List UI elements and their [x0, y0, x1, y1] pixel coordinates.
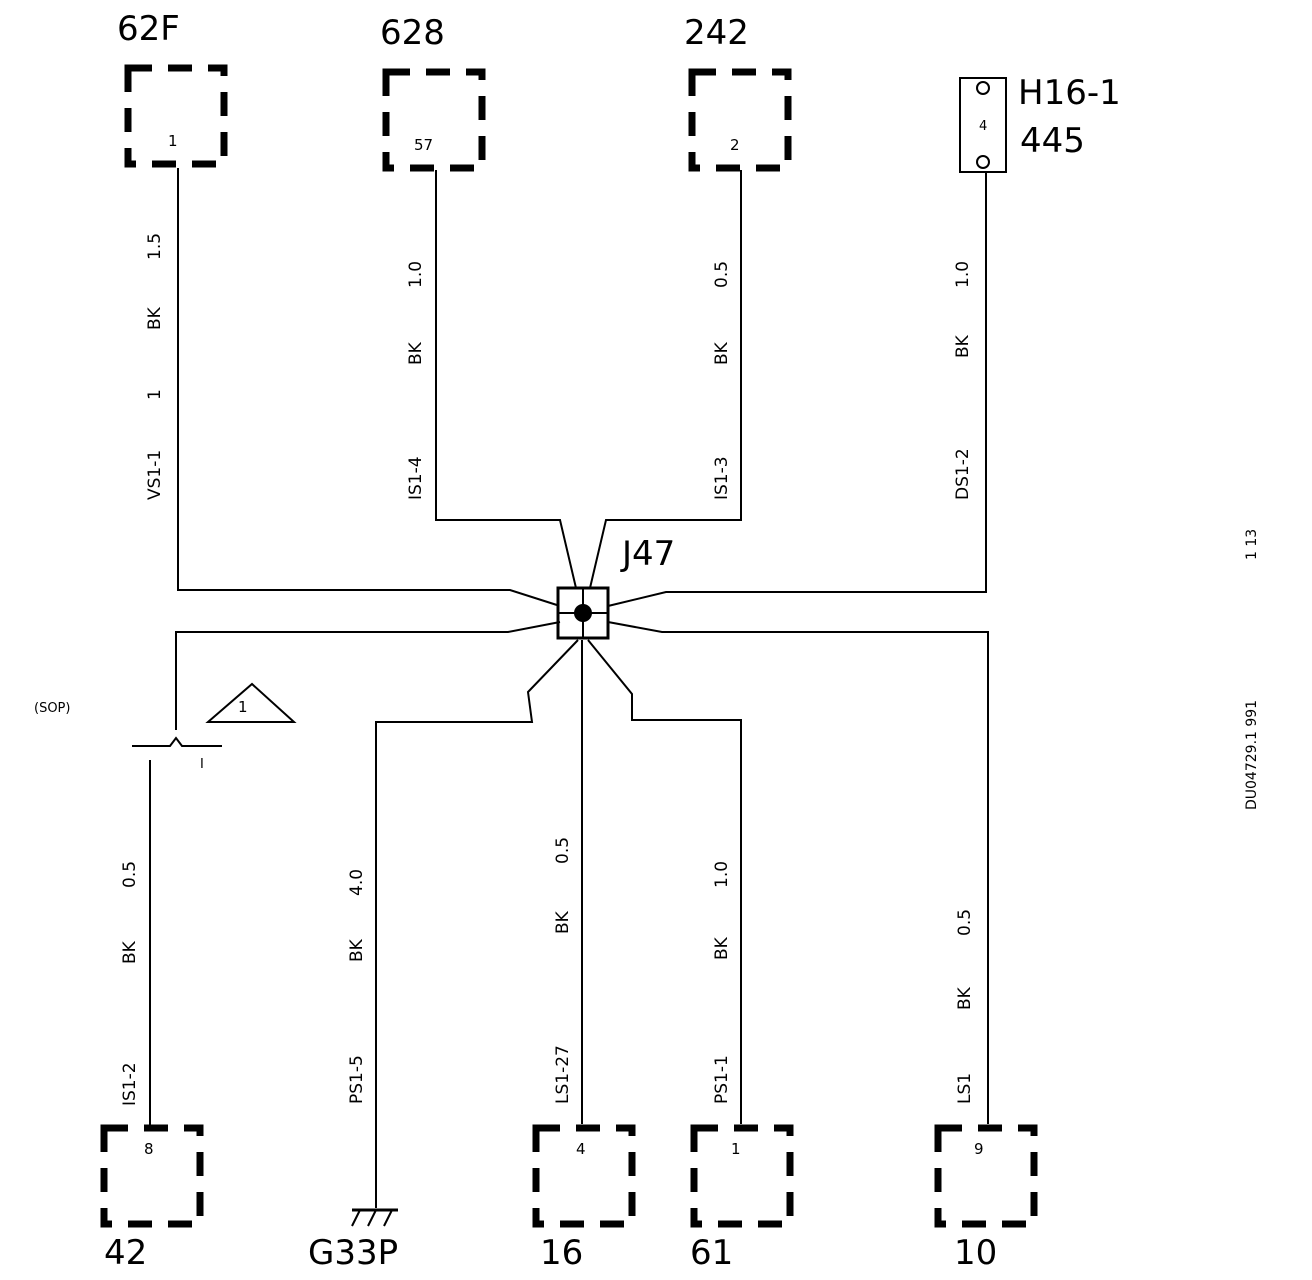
- ground-label: G33P: [308, 1233, 398, 1273]
- wire-color-16: BK: [553, 910, 573, 934]
- connector-242: 242 2: [684, 13, 792, 172]
- wire-61: [587, 639, 742, 1124]
- sop-splice: I (SOP) 1: [34, 682, 297, 772]
- component-label-h16: H16-1: [1018, 73, 1121, 113]
- wire-size-16: 0.5: [553, 837, 573, 864]
- connector-10: 9 10: [934, 1124, 1038, 1273]
- wire-circuit-h16: DS1-2: [953, 448, 973, 500]
- connector-62f: 62F 1: [117, 9, 228, 168]
- component-sublabel-h16: 445: [1020, 121, 1085, 161]
- connector-pin-16: 4: [576, 1140, 586, 1158]
- connector-61: 1 61: [690, 1124, 794, 1273]
- wire-extra-62f: 1: [145, 389, 165, 400]
- wire-color-g33p: BK: [347, 938, 367, 962]
- connector-id-42: 42: [104, 1233, 147, 1273]
- ground-g33p: G33P: [308, 1208, 398, 1273]
- wire-circuit-62f: VS1-1: [145, 450, 165, 500]
- connector-id-16: 16: [540, 1233, 583, 1273]
- connector-42: 8 42: [100, 1124, 204, 1273]
- wire-color-10: BK: [955, 986, 975, 1010]
- connector-id-10: 10: [954, 1233, 997, 1273]
- wire-10: [607, 621, 989, 1124]
- wire-62f: [177, 168, 561, 607]
- component-h16-1: 4 H16-1 445: [959, 73, 1121, 173]
- connector-pin-10: 9: [974, 1140, 984, 1158]
- connector-id-242: 242: [684, 13, 749, 53]
- wire-size-61: 1.0: [712, 861, 732, 888]
- side-page-ref: 1 13: [1244, 529, 1260, 560]
- connector-id-61: 61: [690, 1233, 733, 1273]
- wire-circuit-242: IS1-3: [712, 456, 732, 500]
- component-pin-h16: 4: [979, 119, 987, 134]
- wire-color-61: BK: [712, 936, 732, 960]
- junction-label: J47: [620, 534, 675, 574]
- wire-circuit-g33p: PS1-5: [347, 1055, 367, 1104]
- connector-pin-42: 8: [144, 1140, 154, 1158]
- connector-id-62f: 62F: [117, 9, 180, 49]
- sop-splice-mark: I: [200, 757, 204, 772]
- wire-circuit-61: PS1-1: [712, 1055, 732, 1104]
- connector-16: 4 16: [532, 1124, 636, 1273]
- wire-628: [435, 170, 577, 589]
- junction-j47: J47: [556, 534, 675, 640]
- wire-h16: [607, 172, 987, 607]
- connector-628: 628 57: [380, 13, 486, 172]
- wire-g33p: [375, 639, 579, 1208]
- wire-color-628: BK: [406, 341, 426, 365]
- wire-color-62f: BK: [145, 306, 165, 330]
- connector-pin-628: 57: [414, 136, 433, 154]
- wire-color-242: BK: [712, 341, 732, 365]
- sop-note: 1: [238, 698, 248, 716]
- connector-pin-62f: 1: [168, 132, 178, 150]
- sop-label: (SOP): [34, 701, 70, 716]
- wire-size-10: 0.5: [955, 909, 975, 936]
- wire-242: [589, 170, 742, 589]
- wire-circuit-10: LS1: [955, 1073, 975, 1104]
- connector-id-628: 628: [380, 13, 445, 53]
- wire-circuit-16: LS1-27: [553, 1045, 573, 1104]
- side-doc-ref: DU04729.1 991: [1244, 700, 1260, 810]
- wire-circuit-628: IS1-4: [406, 456, 426, 500]
- wire-size-g33p: 4.0: [347, 869, 367, 896]
- connector-pin-61: 1: [731, 1140, 741, 1158]
- wire-color-42: BK: [120, 940, 140, 964]
- connector-pin-242: 2: [730, 136, 740, 154]
- wire-color-h16: BK: [953, 334, 973, 358]
- wire-size-42: 0.5: [120, 861, 140, 888]
- wire-size-242: 0.5: [712, 261, 732, 288]
- wire-42: [175, 621, 561, 730]
- wire-size-62f: 1.5: [145, 233, 165, 260]
- wire-circuit-42: IS1-2: [120, 1062, 140, 1106]
- wire-size-h16: 1.0: [953, 261, 973, 288]
- wire-size-628: 1.0: [406, 261, 426, 288]
